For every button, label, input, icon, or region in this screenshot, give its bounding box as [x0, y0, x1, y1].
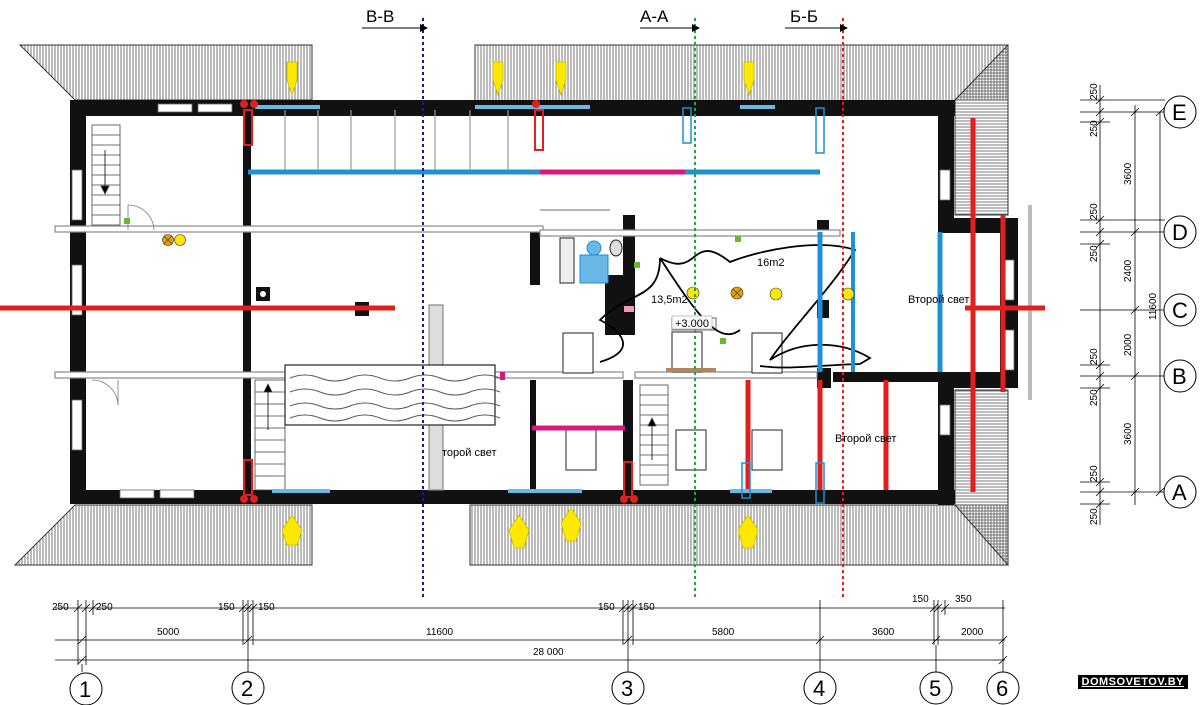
svg-text:250: 250 — [1089, 389, 1100, 406]
axis-label-6: 6 — [996, 676, 1008, 701]
svg-text:3600: 3600 — [1123, 422, 1134, 445]
svg-text:2400: 2400 — [1123, 259, 1134, 282]
axis-bubbles-x — [69, 671, 1020, 705]
railing — [284, 110, 509, 170]
svg-text:3600: 3600 — [1123, 162, 1134, 185]
svg-text:250: 250 — [1089, 120, 1100, 137]
axis-label-e: E — [1172, 100, 1187, 125]
axis-label-1: 1 — [79, 677, 91, 702]
room-area-label: 16m2 — [757, 257, 785, 269]
dimension-text: 150 — [912, 594, 929, 605]
dimension-text: 350 — [955, 594, 972, 605]
doors — [91, 204, 155, 406]
windows — [71, 103, 1032, 499]
dimension-text-right: 250 250 3600 250 250 2400 11600 2000 250… — [1089, 83, 1159, 525]
dimension-text: 250 — [96, 602, 113, 613]
level-mark: +3.000 — [675, 318, 709, 330]
dimension-text: 3600 — [872, 627, 895, 638]
svg-text:11600: 11600 — [1148, 292, 1159, 320]
pipes — [0, 100, 1045, 504]
second-light-label: Второй свет — [908, 294, 969, 306]
svg-text:250: 250 — [1089, 348, 1100, 365]
dimension-text: 5800 — [712, 627, 735, 638]
svg-text:250: 250 — [1089, 245, 1100, 262]
dimension-text: 5000 — [157, 627, 180, 638]
axis-label-d: D — [1172, 220, 1188, 245]
second-light-label: Второй свет — [835, 433, 896, 445]
dimension-text: 2000 — [961, 627, 984, 638]
stairs — [91, 124, 669, 491]
dimension-total: 28 000 — [533, 647, 564, 658]
svg-text:250: 250 — [1089, 508, 1100, 525]
roof-eaves — [13, 43, 1009, 567]
axis-label-2: 2 — [241, 676, 253, 701]
section-label-vv: В-В — [366, 7, 394, 26]
axis-label-3: 3 — [621, 676, 633, 701]
dimension-lines-bottom — [55, 600, 1008, 672]
furniture — [124, 218, 783, 471]
svg-text:250: 250 — [1089, 465, 1100, 482]
dimension-text: 150 — [598, 602, 615, 613]
section-label-aa: А-А — [640, 7, 669, 26]
roof-markers — [281, 61, 759, 549]
dimension-text: 150 — [218, 602, 235, 613]
section-label-bb: Б-Б — [790, 7, 818, 26]
svg-text:250: 250 — [1089, 83, 1100, 100]
dimension-text: 11600 — [426, 627, 454, 638]
level-mark-box — [671, 315, 713, 330]
svg-text:2000: 2000 — [1123, 333, 1134, 356]
svg-text:250: 250 — [1089, 203, 1100, 220]
interior-walls — [243, 115, 943, 492]
wiring-line — [598, 244, 872, 369]
dimension-lines-right — [1080, 85, 1165, 525]
axis-bubbles-y — [1163, 95, 1197, 509]
axis-label-b: B — [1172, 364, 1187, 389]
second-light-void — [284, 364, 505, 426]
watermark-badge: DOMSOVETOV.BY — [1077, 675, 1188, 689]
room-area-label: 13,5m2 — [651, 294, 688, 306]
dimension-text: 250 — [52, 602, 69, 613]
section-lines — [362, 18, 848, 600]
axis-label-c: C — [1172, 298, 1188, 323]
second-light-label: торой свет — [442, 447, 496, 459]
axis-label-4: 4 — [813, 676, 825, 701]
axis-label-5: 5 — [929, 676, 941, 701]
dimension-text: 150 — [638, 602, 655, 613]
axis-label-a: A — [1172, 480, 1187, 505]
dimension-text: 150 — [258, 602, 275, 613]
